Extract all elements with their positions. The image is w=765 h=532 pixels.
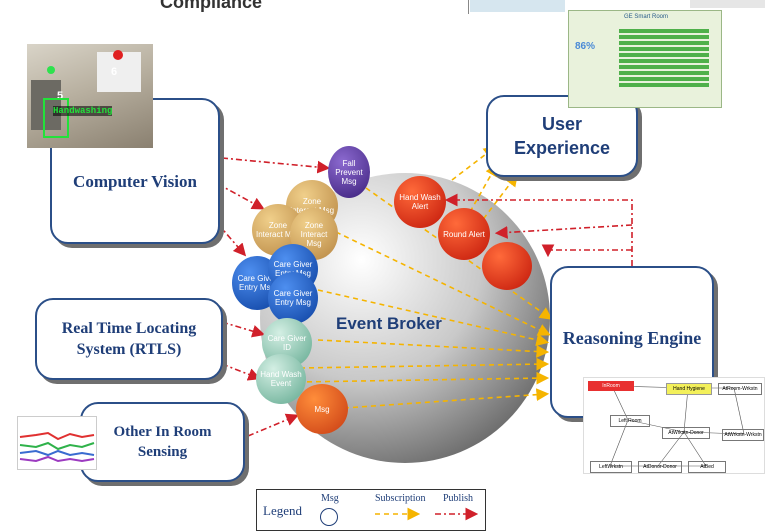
handwashing-label: Handwashing xyxy=(53,106,113,116)
top-divider xyxy=(468,0,469,14)
computer-vision-label: Computer Vision xyxy=(73,172,197,191)
graph-node-inroom: InRoom xyxy=(588,381,634,391)
hand-wash-event-msg: Hand Wash Event xyxy=(256,354,306,404)
other-sensing-label: Other In Room Sensing xyxy=(113,424,212,460)
graph-node-leftwrkstn: LeftWrkstn xyxy=(590,461,632,473)
legend-publish-label: Publish xyxy=(443,493,474,504)
cabinet-shape xyxy=(31,80,61,130)
sensor-plot xyxy=(17,416,97,470)
legend-msg-label: Msg xyxy=(321,493,339,504)
legend-subscription-label: Subscription xyxy=(375,493,426,504)
other-sensing-box: Other In Room Sensing xyxy=(80,402,245,482)
publish-arrow xyxy=(217,183,265,210)
reasoning-engine-label: Reasoning Engine xyxy=(562,328,702,348)
fall-prevent-msg: Fall Prevent Msg xyxy=(328,146,370,198)
camera-snapshot: 5 6 Handwashing xyxy=(27,44,153,148)
graph-node-atbed: AtBed xyxy=(688,461,726,473)
graph-node-atroom: AtRoom-Wrkstn xyxy=(718,383,762,395)
dashboard-stat: 86% xyxy=(575,41,596,52)
subscription-arrow xyxy=(335,231,551,336)
user-experience-label: User Experience xyxy=(513,114,611,158)
round-alert-msg: Round Alert xyxy=(438,208,490,260)
subscription-arrow xyxy=(343,388,550,409)
dashboard-bars xyxy=(619,29,709,89)
rtls-box: Real Time Locating System (RTLS) xyxy=(35,298,223,380)
publish-arrow xyxy=(247,413,299,437)
top-image-fragment xyxy=(470,0,565,12)
publish-arrow xyxy=(541,244,632,258)
subscription-arrow xyxy=(317,289,550,347)
alert-msg xyxy=(482,242,532,290)
dashboard-screenshot: GE Smart Room 86% xyxy=(568,10,722,108)
generic-msg: Msg xyxy=(296,384,348,434)
reasoning-graph: InRoom Hand Hygiene AtRoom-Wrkstn Left R… xyxy=(583,377,765,474)
legend-msg-circle-icon xyxy=(320,508,338,526)
graph-node-hand-hygiene: Hand Hygiene xyxy=(666,383,712,395)
publish-arrow xyxy=(221,363,261,381)
top-title: Compliance xyxy=(160,0,263,12)
red-marker-icon xyxy=(113,50,123,60)
hand-wash-alert-msg: Hand Wash Alert xyxy=(394,176,446,228)
subscription-arrow xyxy=(317,339,550,358)
graph-node-leftroom: Left Room xyxy=(610,415,650,427)
graph-node-atdonor: AtDonor-Donor xyxy=(638,461,682,473)
event-broker-label: Event Broker xyxy=(336,314,442,333)
graph-node-atwrkstn-donor: AtWrkstn-Donor xyxy=(662,427,710,439)
rtls-label: Real Time Locating System (RTLS) xyxy=(61,320,197,358)
green-marker-icon xyxy=(47,66,55,74)
marker-label-6: 6 xyxy=(111,66,118,78)
legend: Legend Msg Subscription Publish xyxy=(256,489,486,531)
publish-arrow xyxy=(221,321,266,338)
publish-arrow xyxy=(221,157,331,174)
dashboard-title: GE Smart Room xyxy=(624,14,669,20)
caregiver-entry-msg: Care Giver Entry Msg xyxy=(268,272,318,324)
user-experience-box: User Experience xyxy=(486,95,638,177)
detection-box xyxy=(43,98,69,138)
legend-title: Legend xyxy=(263,503,302,518)
graph-node-atwrkstn-wrkstn: AtWrkstn-Wrkstn xyxy=(722,429,764,441)
publish-arrow xyxy=(217,223,247,257)
publish-arrow xyxy=(444,193,633,266)
top-right-strip xyxy=(690,0,765,8)
marker-label-5: 5 xyxy=(57,90,64,102)
